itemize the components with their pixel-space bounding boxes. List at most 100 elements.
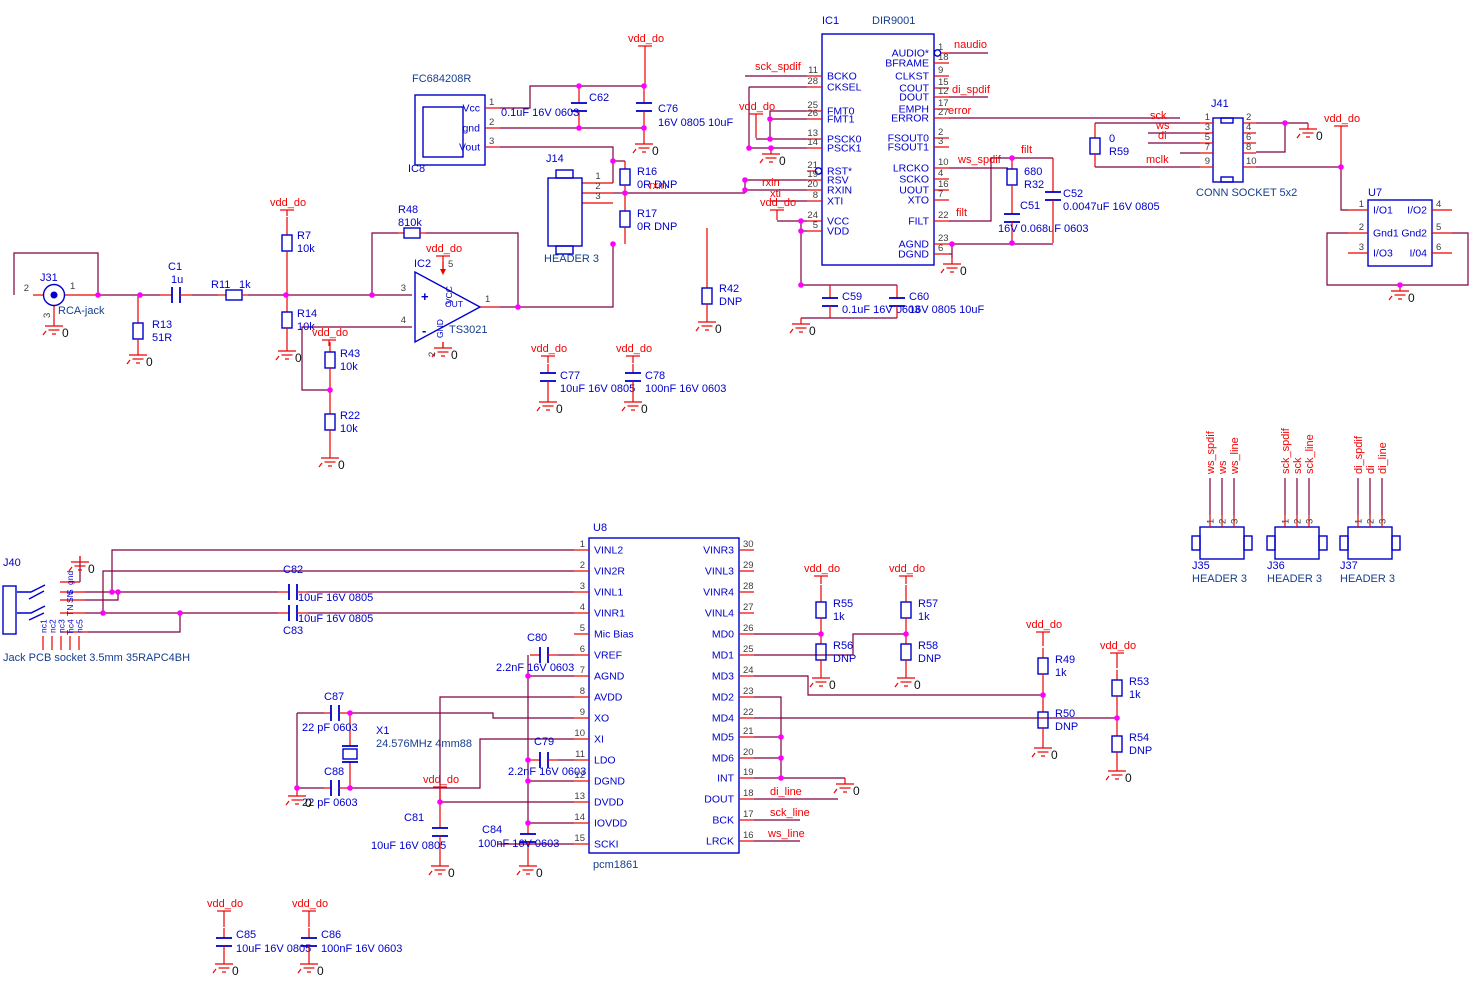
pin-number: 2 [938, 127, 943, 138]
pin-name: VINL3 [705, 566, 734, 578]
power-net-label: vdd_do [628, 33, 664, 45]
pin-name: FILT [908, 216, 929, 228]
junction-dot [576, 83, 582, 89]
pin-number: 22 [938, 210, 949, 221]
junction-dot [437, 799, 443, 805]
pin-name: AUDIO* [892, 48, 929, 60]
power-flag-vdd_do: vdd_do [889, 563, 925, 584]
ground-symbol: 0 [318, 452, 345, 472]
junction-dot [949, 241, 955, 247]
ground-net-label: 0 [556, 402, 563, 416]
ground-net-label: 0 [1316, 129, 1323, 143]
net-label: rxin [649, 180, 667, 192]
pin-name: LDO [594, 755, 616, 767]
pin-name: DOUT [899, 92, 929, 104]
junction-dot [641, 83, 647, 89]
pin-number: 5 [1436, 222, 1441, 233]
component-value: 10uF 16V 0805 [298, 592, 373, 604]
ground-net-label: 0 [853, 784, 860, 798]
ref-designator: R16 [637, 166, 657, 178]
pin-number: 26 [807, 108, 818, 119]
ground-net-label: 0 [62, 326, 69, 340]
ground-net-label: 0 [536, 866, 543, 880]
connector-tab [1266, 535, 1276, 551]
power-flag-vdd_do: vdd_do [628, 33, 664, 85]
pin-number: 5 [1205, 132, 1210, 143]
pin-name: PSCK1 [827, 143, 862, 155]
pin-name: UOUT [899, 185, 929, 197]
junction-dot [742, 187, 748, 193]
ref-designator: 0 [1109, 133, 1115, 145]
ref-designator: C80 [527, 632, 547, 644]
ref-designator: R7 [297, 230, 311, 242]
pin-name: VINR1 [594, 608, 625, 620]
jack-contact [17, 605, 46, 614]
part-name: Jack PCB socket 3.5mm 35RAPC4BH [3, 652, 190, 664]
ground-symbol: 0 [536, 396, 563, 416]
pin-number: 28 [743, 581, 754, 592]
pin-name: MD2 [712, 692, 734, 704]
ground-tick [759, 158, 764, 164]
resistor-body [324, 413, 336, 431]
net-label: sck [1292, 457, 1304, 474]
pin-number: 28 [807, 76, 818, 87]
pin-name: XO [594, 713, 609, 725]
component-value: 1u [171, 274, 183, 286]
part-name: HEADER 3 [544, 253, 599, 265]
ground-net-label: 0 [88, 562, 95, 576]
ground-symbol: 0 [431, 342, 458, 362]
junction-dot [576, 125, 582, 131]
power-flag-vdd_do: vdd_do [1100, 640, 1136, 668]
ground-tick [126, 359, 131, 365]
pin-name: BCK [712, 815, 734, 827]
net-label: di_spdif [1353, 435, 1365, 474]
pin-number: 25 [743, 644, 754, 655]
pin-number: 1 [485, 294, 490, 305]
pin-name: MD3 [712, 671, 734, 683]
ground-tick [42, 330, 47, 336]
component-value: 1k [833, 611, 845, 623]
pin-number: 3 [1230, 519, 1241, 524]
component-value: 100nF 16V 0603 [478, 838, 559, 850]
power-net-label: vdd_do [426, 243, 462, 255]
power-flag-vdd_do: vdd_do [1026, 619, 1062, 646]
pin-number: 9 [580, 707, 585, 718]
pin-name: MD1 [712, 650, 734, 662]
pin-number: 16 [743, 830, 754, 841]
ic-body [588, 537, 740, 854]
ref-designator: J41 [1211, 98, 1229, 110]
pin-name: I/04 [1409, 248, 1427, 260]
pin-number: 9 [938, 65, 943, 76]
junction-dot [818, 631, 824, 637]
junction-dot [525, 820, 531, 826]
pin-number: 13 [574, 791, 585, 802]
pin-number: 3 [595, 191, 600, 202]
ground-symbol: 0 [1105, 765, 1132, 785]
ground-tick [428, 870, 433, 876]
ground-tick [516, 870, 521, 876]
ref-designator: R14 [297, 308, 317, 320]
ref-designator: R53 [1129, 676, 1149, 688]
pin-wire-layer [33, 182, 613, 633]
component-value: DNP [719, 296, 742, 308]
power-flag-vdd_do: vdd_do [739, 101, 775, 138]
ground-tick [318, 462, 323, 468]
component-value: 10k [340, 423, 358, 435]
pin-number: 21 [807, 160, 818, 171]
component-value: 100nF 16V 0603 [321, 943, 402, 955]
component-value: 22 pF 0603 [302, 722, 358, 734]
pin-number: 8 [580, 686, 585, 697]
part-name: HEADER 3 [1267, 573, 1322, 585]
connector-notch [1220, 117, 1234, 124]
connector-tab [1339, 535, 1349, 551]
